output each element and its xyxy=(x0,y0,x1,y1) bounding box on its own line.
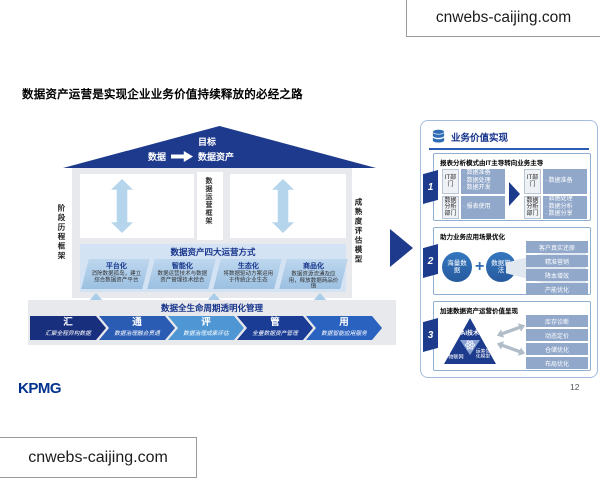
bullet-list: 数据准备 xyxy=(543,169,587,194)
page-title: 数据资产运营是实现企业业务价值持续释放的必经之路 xyxy=(22,89,303,101)
connector-arrow-icon xyxy=(390,229,413,267)
step-char: 用 xyxy=(339,317,349,328)
bullet-list: 数据处理 数据分析 数据分享 xyxy=(543,196,587,219)
bullet-item: 数据分享 xyxy=(545,211,585,219)
step-desc: 全量数据资产管理 xyxy=(252,331,298,337)
watermark-text: cnwebs-caijing.com xyxy=(28,448,168,466)
value-box-2: 2 助力业务应用场景优化 海量数据 + 数据算法 客户真实还原 精准营销 降本增… xyxy=(423,227,591,295)
bullet-list: 报表使用 xyxy=(461,196,505,219)
box-number-flag: 3 xyxy=(423,318,438,352)
watermark-top: cnwebs-caijing.com xyxy=(406,0,600,37)
watermark-text: cnwebs-caijing.com xyxy=(435,9,572,26)
value-tag: 产能优化 xyxy=(526,283,588,295)
left-axis-label: 阶段历程框架 xyxy=(57,204,66,261)
database-icon xyxy=(432,129,445,143)
lifecycle-step: 管 全量数据资产管理 xyxy=(237,316,313,340)
step-desc: 数据智能应用服务 xyxy=(321,331,367,337)
pyramid-top-label: AI技术 xyxy=(460,331,479,337)
body-cell-left xyxy=(80,174,194,238)
value-tag: 库存诊断 xyxy=(526,315,588,327)
bullet-item: 数据处理 xyxy=(545,196,585,204)
right-axis-label: 成熟度评估模型 xyxy=(354,198,363,265)
method-chevron: 平台化 消除数据孤岛，建立综合数据资产平台 xyxy=(81,259,150,289)
kpmg-logo: KPMG xyxy=(18,380,62,397)
value-box-1: 1 报表分析模式由IT主导转向业务主导 IT部门 数据准备 数据处理 数据开发 … xyxy=(423,153,591,221)
roof-flow: 数据 数据资产 xyxy=(148,150,234,163)
method-name: 商品化 xyxy=(302,263,324,270)
method-desc: 数据运营技术与数据资产管理技术结合 xyxy=(156,271,207,284)
step-desc: 数据治理融合贯通 xyxy=(114,331,160,337)
center-axis-label: 数据运营框架 xyxy=(205,177,212,225)
value-tag: 仓储优化 xyxy=(526,343,588,355)
bullet-item: 数据分析 xyxy=(545,204,585,212)
step-char: 通 xyxy=(132,317,142,328)
box-title: 助力业务应用场景优化 xyxy=(440,234,505,241)
dept-label: 数据分析部门 xyxy=(442,196,459,219)
lifecycle-title: 数据全生命周期透明化管理 xyxy=(160,303,263,313)
panel-title: 业务价值实现 xyxy=(451,132,509,144)
step-char: 评 xyxy=(201,317,211,328)
dept-label: 数据分析部门 xyxy=(524,196,541,219)
step-desc: 数据治理成果评估 xyxy=(183,331,229,337)
lifecycle-step: 通 数据治理融合贯通 xyxy=(99,316,175,340)
bullet-item: 数据开发 xyxy=(463,185,503,193)
method-name: 平台化 xyxy=(105,263,127,270)
method-chevron: 生态化 将数据驱动方案运用于传统企业生态 xyxy=(213,259,282,289)
methods-title: 数据资产四大运营方式 xyxy=(170,247,256,257)
body-cell-center xyxy=(197,172,223,240)
methods-row: 平台化 消除数据孤岛，建立综合数据资产平台 智能化 数据运营技术与数据资产管理技… xyxy=(81,259,348,290)
box-title: 报表分析模式由IT主导转向业务主导 xyxy=(440,160,544,167)
method-name: 智能化 xyxy=(171,263,193,270)
step-desc: 汇聚全程异构数据 xyxy=(45,331,91,337)
box-number-flag: 2 xyxy=(423,244,438,278)
bullet-item: 数据处理 xyxy=(463,178,503,186)
value-tag: 动态定价 xyxy=(526,329,588,341)
value-tag: 布局优化 xyxy=(526,357,588,369)
lifecycle-step: 评 数据治理成果评估 xyxy=(168,316,244,340)
up-arrow-icon xyxy=(312,293,328,302)
plus-icon: + xyxy=(475,258,485,275)
roof-goal-label: 目标 xyxy=(197,137,216,147)
panel-header: 业务价值实现 xyxy=(431,129,508,144)
bullet-item: 数据准备 xyxy=(463,170,503,178)
lifecycle-row: 汇 汇聚全程异构数据 通 数据治理融合贯通 评 数据治理成果评估 管 全量数据资… xyxy=(30,316,382,340)
method-desc: 数据资源流通及应用，释放数据商品价值 xyxy=(288,271,338,290)
roof-to-label: 数据资产 xyxy=(198,152,235,162)
method-chevron: 智能化 数据运营技术与数据资产管理技术结合 xyxy=(147,259,216,289)
up-arrow-icon xyxy=(88,293,104,302)
transition-arrow-icon xyxy=(509,182,520,206)
double-arrow-icon xyxy=(495,339,526,358)
step-char: 管 xyxy=(270,317,280,328)
box-title: 加速数据资产运营价值呈现 xyxy=(440,308,518,315)
bullet-list: 数据准备 数据处理 数据开发 xyxy=(461,169,505,194)
box-number-flag: 1 xyxy=(423,170,438,204)
bullet-item: 报表使用 xyxy=(463,204,503,212)
value-panel: 业务价值实现 1 报表分析模式由IT主导转向业务主导 IT部门 数据准备 数据处… xyxy=(420,120,598,378)
right-arrow-icon xyxy=(171,151,194,162)
step-char: 汇 xyxy=(63,317,73,328)
dept-label: IT部门 xyxy=(524,169,541,194)
value-box-3: 3 加速数据资产运营价值呈现 AI技术 物联网 运筹优化模型 库存诊断 动态定价… xyxy=(423,301,591,371)
panel-underline xyxy=(429,148,589,150)
watermark-bottom: cnwebs-caijing.com xyxy=(0,437,197,478)
pyramid-right-label: 运筹优化模型 xyxy=(475,349,491,360)
double-arrow-icon xyxy=(495,321,526,340)
atom-icon xyxy=(465,339,475,351)
pyramid-left-label: 物联网 xyxy=(448,355,464,361)
up-arrow-icon xyxy=(206,293,222,302)
method-chevron: 商品化 数据资源流通及应用，释放数据商品价值 xyxy=(279,259,348,290)
data-circle: 海量数据 xyxy=(442,252,472,282)
method-desc: 消除数据孤岛，建立综合数据资产平台 xyxy=(90,271,141,284)
lifecycle-step: 用 数据智能应用服务 xyxy=(306,316,382,340)
method-desc: 将数据驱动方案运用于传统企业生态 xyxy=(222,271,273,284)
bullet-item: 数据准备 xyxy=(545,178,585,186)
dept-label: IT部门 xyxy=(442,169,459,194)
lifecycle-step: 汇 汇聚全程异构数据 xyxy=(30,316,106,340)
value-tag: 客户真实还原 xyxy=(526,241,588,253)
method-name: 生态化 xyxy=(237,263,259,270)
value-tag: 精准营销 xyxy=(526,255,588,267)
value-tag: 降本增效 xyxy=(526,269,588,281)
page-number: 12 xyxy=(570,382,580,392)
roof-from-label: 数据 xyxy=(148,152,167,162)
